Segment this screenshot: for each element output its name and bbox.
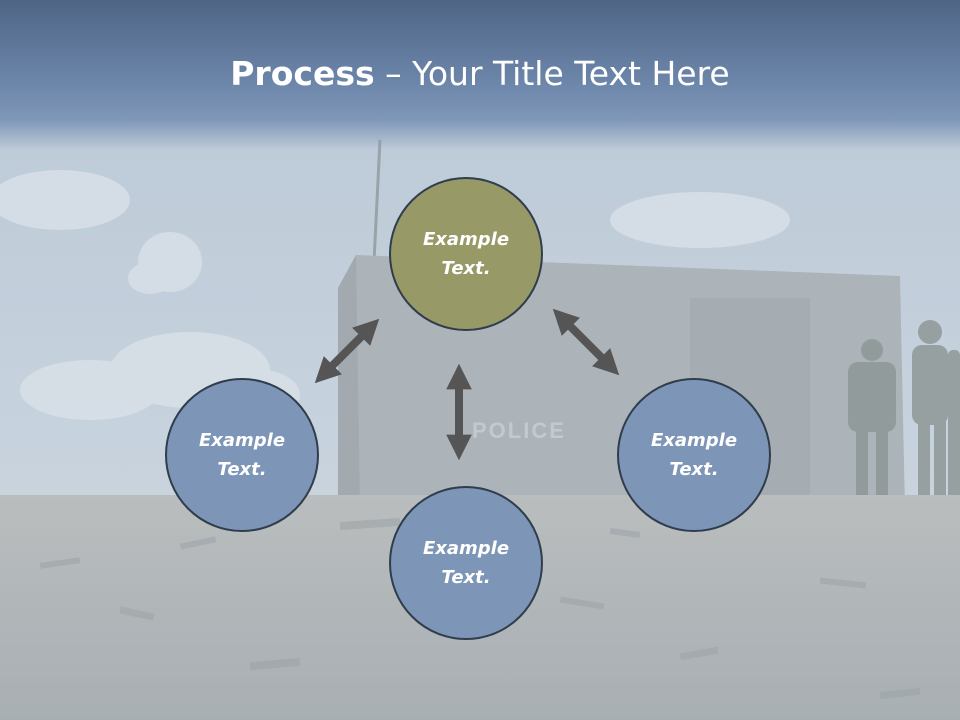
slide-title: Process – Your Title Text Here [0, 52, 960, 96]
cycle-node-left[interactable]: Example Text. [165, 378, 319, 532]
building-label: POLICE [472, 418, 566, 443]
soldiers [848, 320, 960, 508]
cycle-node-right[interactable]: Example Text. [617, 378, 771, 532]
cycle-node-right-text: Example Text. [650, 430, 738, 480]
cycle-node-top[interactable]: Example Text. [389, 177, 543, 331]
cycle-node-top-text: Example Text. [422, 229, 510, 279]
arrow-top-left [314, 318, 380, 384]
title-bar [0, 0, 960, 150]
cycle-node-left-text: Example Text. [198, 430, 286, 480]
title-bold: Process [230, 54, 375, 93]
title-rest: – Your Title Text Here [374, 54, 730, 93]
cycle-node-bottom-text: Example Text. [422, 538, 510, 588]
rocks [39, 517, 921, 700]
cycle-node-bottom[interactable]: Example Text. [389, 486, 543, 640]
arrow-top-right [552, 308, 620, 376]
